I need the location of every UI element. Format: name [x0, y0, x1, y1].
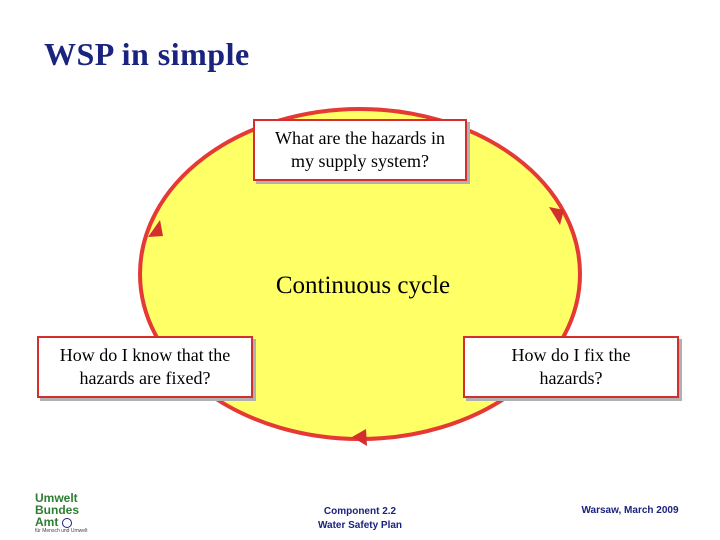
footer-location-date: Warsaw, March 2009 — [581, 505, 679, 516]
footer-component: Component 2.2 Water Safety Plan — [290, 505, 430, 533]
logo-line-2: Bundes — [35, 503, 80, 517]
step-box-identify-hazards: What are the hazards in my supply system… — [253, 119, 467, 181]
step-box-identify-hazards-text: What are the hazards in my supply system… — [275, 128, 445, 171]
umweltbundesamt-logo: Umwelt Bundes Amt für Mensch und Umwelt — [35, 492, 95, 534]
cycle-arrow-top-right — [549, 207, 564, 225]
step-box-verify-fixed-text: How do I know that the hazards are fixed… — [59, 345, 231, 388]
logo-line-1: Umwelt — [35, 491, 78, 505]
footer-component-line-2: Water Safety Plan — [317, 520, 403, 531]
cycle-arrow-top-left — [148, 220, 163, 237]
slide-title: WSP in simple — [44, 36, 250, 72]
logo-tagline: für Mensch und Umwelt — [35, 528, 88, 534]
footer-component-line-1: Component 2.2 — [323, 506, 397, 517]
step-box-verify-fixed: How do I know that the hazards are fixed… — [37, 336, 253, 398]
logo-line-3: Amt — [35, 515, 59, 529]
step-box-fix-hazards: How do I fix the hazards? — [463, 336, 679, 398]
logo-badge-icon — [62, 517, 73, 528]
cycle-arrow-bottom — [352, 429, 367, 446]
cycle-center-label: Continuous cycle — [275, 272, 451, 299]
step-box-fix-hazards-text: How do I fix the hazards? — [511, 345, 631, 388]
